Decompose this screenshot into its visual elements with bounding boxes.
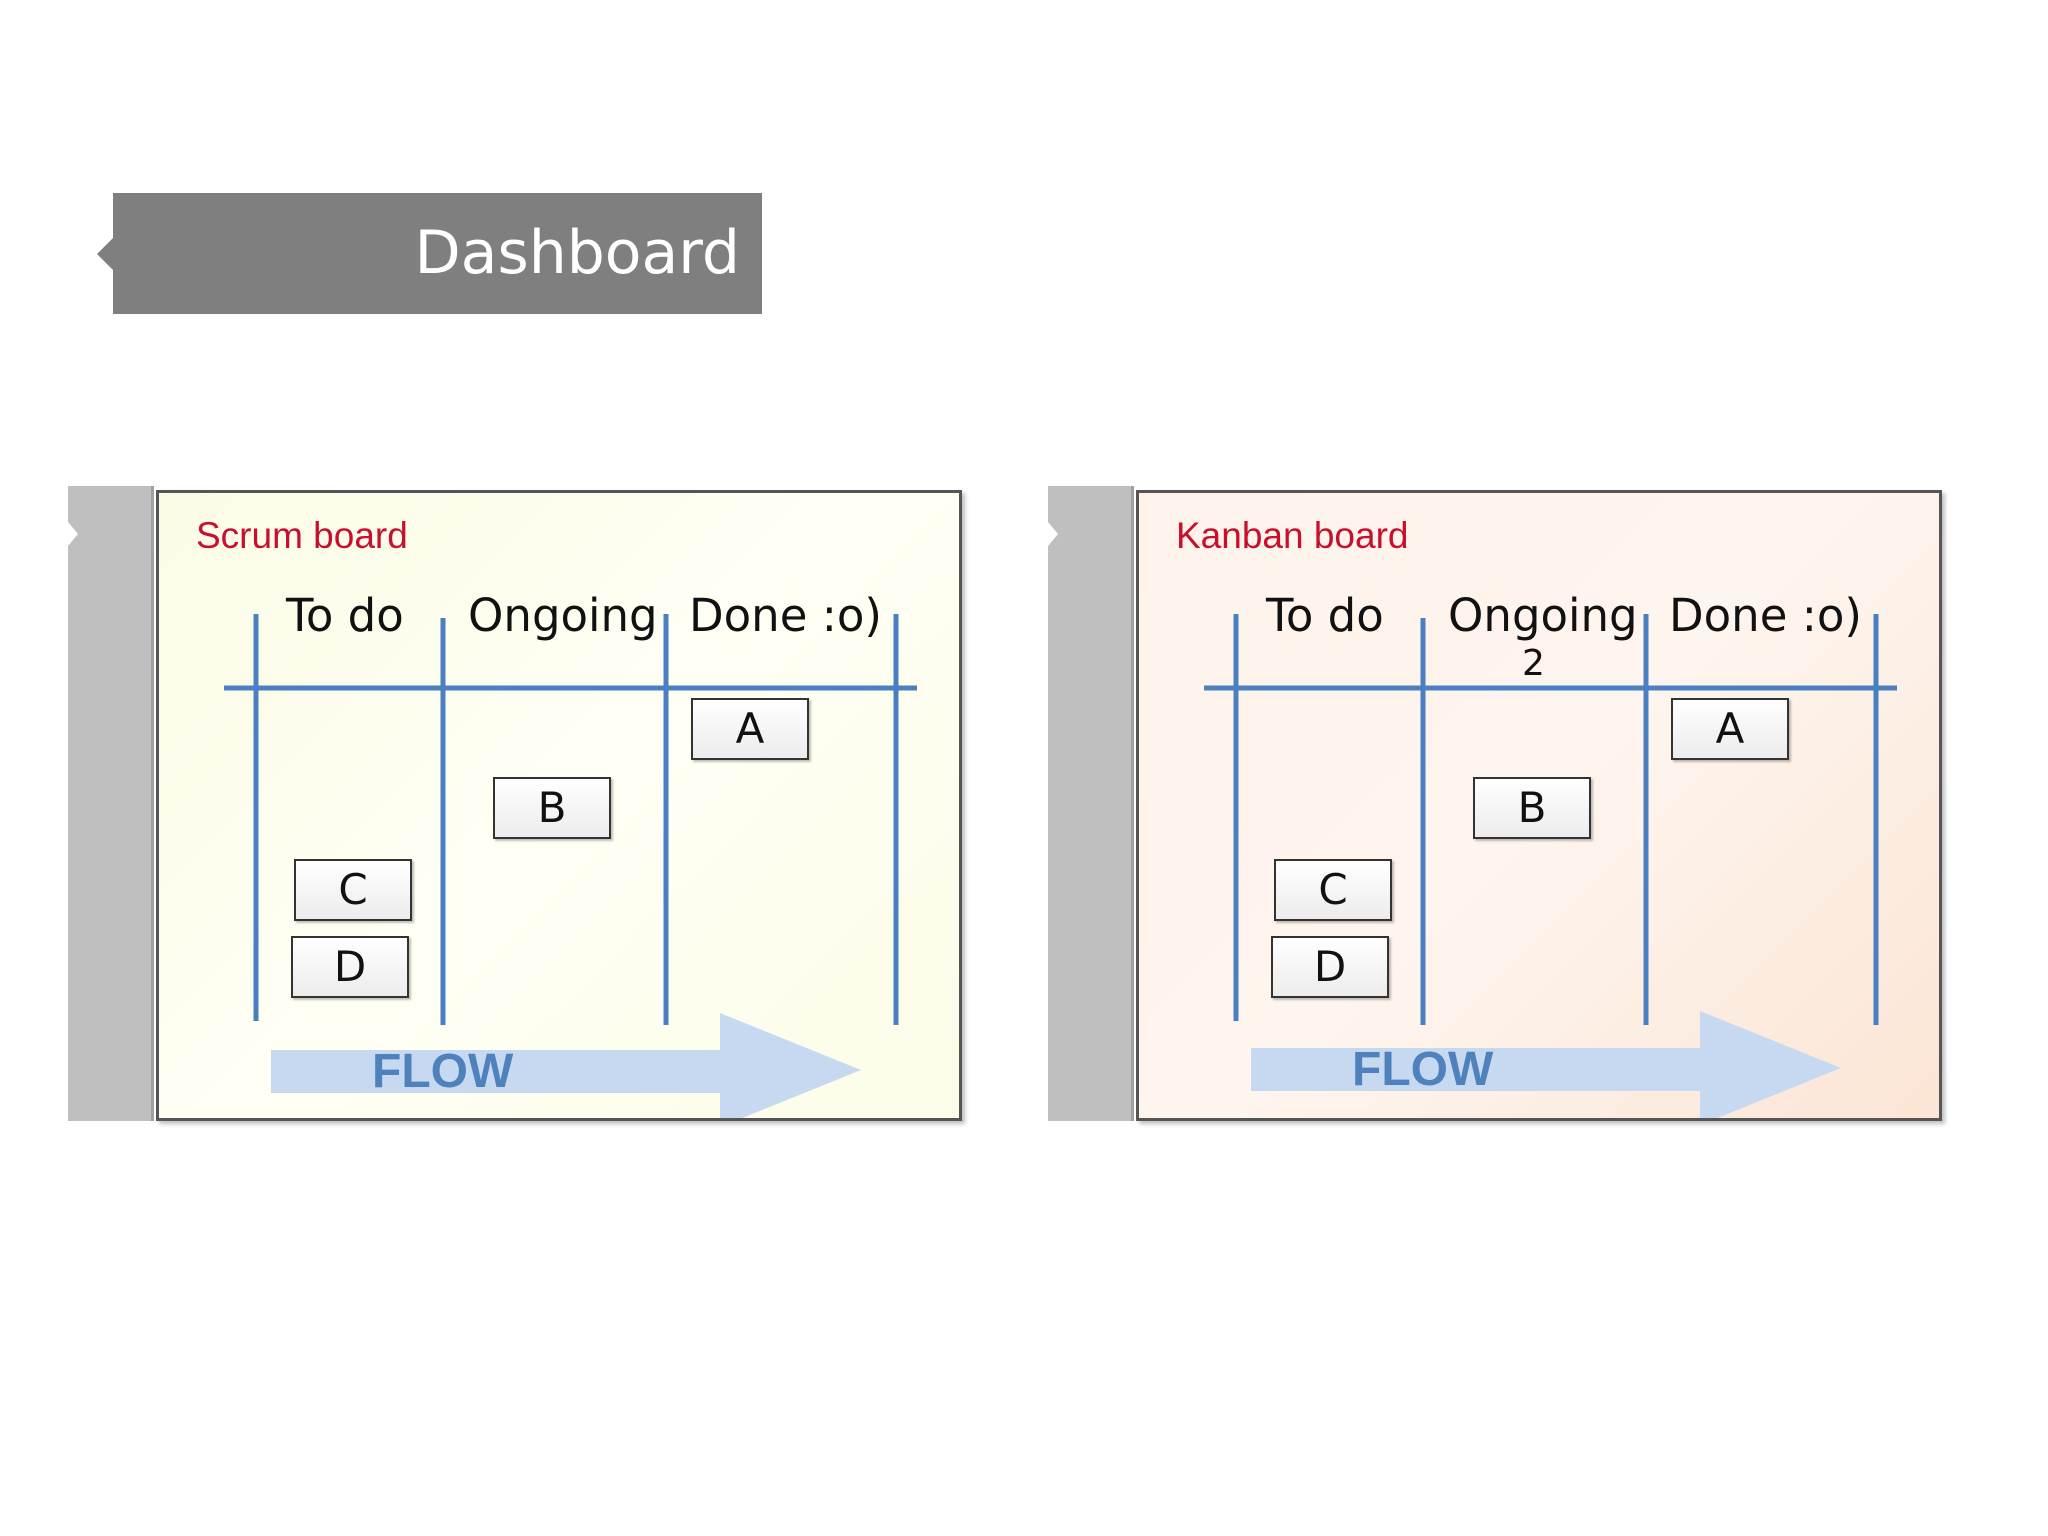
task-card-d: D — [1271, 936, 1389, 998]
title-banner: Dashboard — [113, 193, 762, 314]
column-header-done: Done :o) — [689, 589, 882, 642]
board-grid — [1204, 614, 1897, 1118]
scrum-board: Scrum board To do Ongoing Done :o) A B C… — [156, 490, 962, 1121]
scrum-board-panel: Scrum board To do Ongoing Done :o) A B C… — [68, 486, 970, 1121]
task-card-a: A — [691, 698, 809, 760]
kanban-board-panel: Kanban board To do Ongoing Done :o) 2 A … — [1048, 486, 1950, 1121]
task-card-a: A — [1671, 698, 1789, 760]
board-title: Kanban board — [1176, 515, 1409, 556]
title-banner-notch — [97, 238, 113, 270]
flow-arrow — [1251, 1011, 1841, 1118]
flow-label: FLOW — [372, 1045, 514, 1098]
task-card-c: C — [1274, 859, 1392, 921]
side-bar — [1048, 486, 1134, 1121]
task-card-c: C — [294, 859, 412, 921]
kanban-board: Kanban board To do Ongoing Done :o) 2 A … — [1136, 490, 1942, 1121]
column-header-to-do: To do — [1266, 589, 1384, 642]
column-header-ongoing: Ongoing — [1448, 589, 1638, 642]
side-notch — [1048, 522, 1058, 546]
board-title: Scrum board — [196, 515, 408, 556]
task-card-b: B — [493, 777, 611, 839]
wip-limit-label: 2 — [1522, 643, 1545, 684]
task-card-d: D — [291, 936, 409, 998]
side-bar — [68, 486, 154, 1121]
side-notch — [68, 522, 78, 546]
column-header-done: Done :o) — [1669, 589, 1862, 642]
slide-title: Dashboard — [414, 218, 740, 288]
board-grid — [224, 614, 917, 1118]
flow-label: FLOW — [1352, 1043, 1494, 1096]
column-header-to-do: To do — [286, 589, 404, 642]
column-header-ongoing: Ongoing — [468, 589, 658, 642]
task-card-b: B — [1473, 777, 1591, 839]
flow-arrow — [271, 1013, 861, 1118]
